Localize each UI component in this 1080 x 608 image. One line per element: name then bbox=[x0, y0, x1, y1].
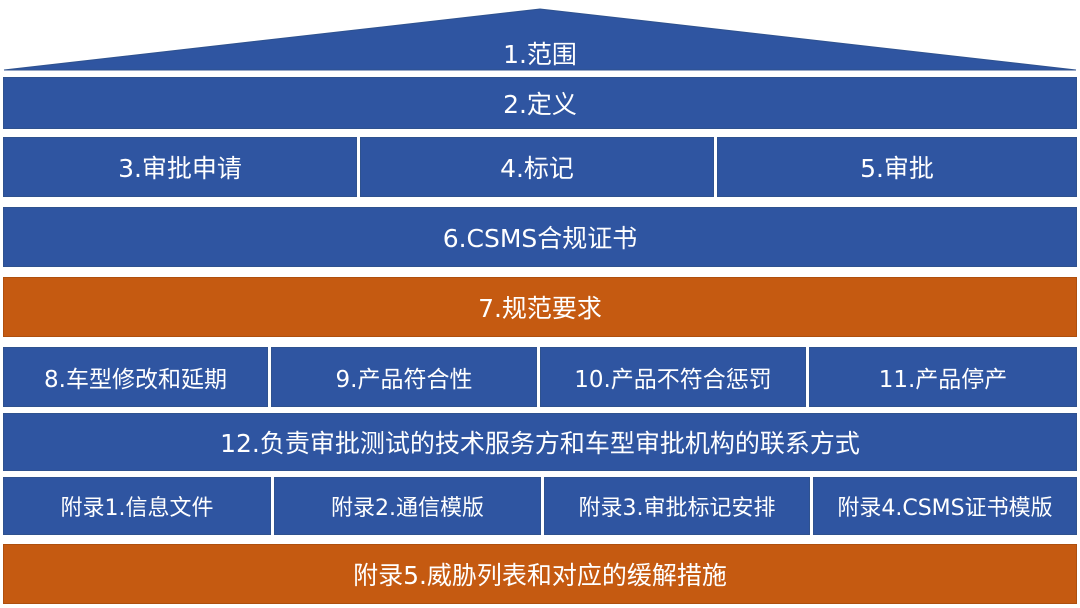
annex-5-threats-and-mitigations: 附录5.威胁列表和对应的缓解措施 bbox=[3, 544, 1077, 604]
section-1-scope: 1.范围 bbox=[503, 40, 577, 69]
section-5-approval: 5.审批 bbox=[717, 137, 1077, 197]
section-4-marking: 4.标记 bbox=[360, 137, 714, 197]
roof-triangle bbox=[3, 8, 1077, 71]
annex-3-approval-mark-arrangement: 附录3.审批标记安排 bbox=[544, 477, 810, 535]
section-2-definition: 2.定义 bbox=[3, 77, 1077, 129]
annex-1-information-document: 附录1.信息文件 bbox=[3, 477, 271, 535]
annex-2-communication-template: 附录2.通信模版 bbox=[274, 477, 541, 535]
section-12-contact-details: 12.负责审批测试的技术服务方和车型审批机构的联系方式 bbox=[3, 413, 1077, 471]
section-8-vehicle-modification: 8.车型修改和延期 bbox=[3, 347, 268, 407]
section-6-csms-certificate: 6.CSMS合规证书 bbox=[3, 207, 1077, 267]
section-3-approval-application: 3.审批申请 bbox=[3, 137, 357, 197]
section-10-nonconformity-penalty: 10.产品不符合惩罚 bbox=[540, 347, 806, 407]
section-7-specification-requirements: 7.规范要求 bbox=[3, 277, 1077, 337]
section-9-product-conformity: 9.产品符合性 bbox=[271, 347, 537, 407]
section-11-production-discontinued: 11.产品停产 bbox=[809, 347, 1077, 407]
annex-4-csms-certificate-template: 附录4.CSMS证书模版 bbox=[813, 477, 1077, 535]
